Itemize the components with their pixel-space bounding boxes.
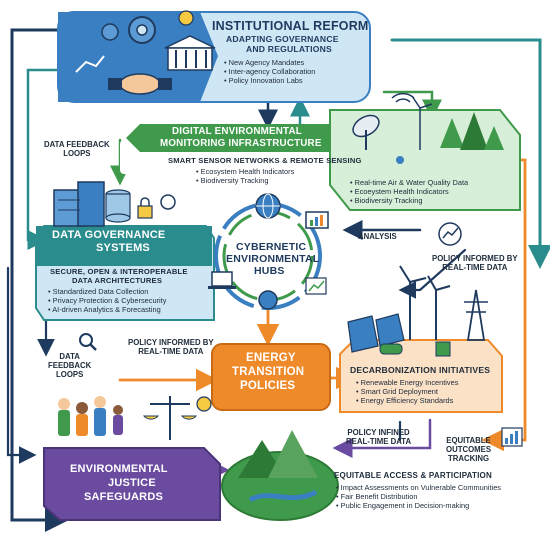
label-line: LOOPS (56, 370, 84, 379)
label-line: POLICY INFORMED BY (432, 254, 518, 263)
cybernetic-title-1: CYBERNETIC (236, 241, 307, 253)
bullet-item: Ecoeystem Health Indicators (350, 187, 468, 196)
decarbonization-title: DECARBONIZATION INITIATIVES (350, 365, 491, 375)
equitable-access-bullets: Impact Assessments on Vulnerable Communi… (336, 483, 501, 510)
bullet-item: Policy Innovation Labs (224, 76, 315, 85)
server-rack-icon (53, 181, 105, 227)
label-line: EQUITABLE (446, 436, 491, 445)
institutional-reform-bullets: New Agency Mandates Inter-agency Collabo… (224, 58, 316, 85)
solar-panel-icon (347, 313, 405, 353)
bullet-item: Renewable Energy Incentives (356, 378, 459, 387)
energy-title-2: TRANSITION (232, 366, 305, 378)
idea-bulb-icon (196, 396, 212, 412)
bullet-item: Biodiversity Tracking (196, 176, 294, 185)
laptop-icon (208, 271, 236, 289)
bar-chart-icon (305, 277, 327, 295)
bullet-item: Impact Assessments on Vulnerable Communi… (336, 483, 501, 492)
data-governance-title-1: DATA GOVERNANCE (52, 229, 166, 241)
digital-monitoring-title-1: DIGITAL ENVIRONMENTAL (172, 126, 302, 137)
policy-informed-label-left: POLICY INFORMED BY REAL-TIME DATA (128, 338, 214, 356)
bullet-item: Real-time Air & Water Quality Data (350, 178, 469, 187)
label-line: REAL-TIME DATA (442, 263, 508, 272)
hub-gear-icon (258, 290, 278, 310)
energy-title-1: ENERGY (246, 352, 296, 364)
bullet-item: Smart Grid Deployment (356, 387, 458, 396)
cybernetic-title-2: ENVIRONMENTAL (226, 253, 320, 265)
padlock-icon (137, 197, 153, 219)
gear-icon (128, 16, 156, 44)
sensor-icon (396, 156, 404, 164)
bullet-item: Inter-agency Collaboration (224, 67, 316, 76)
equitable-outcomes-label: EQUITABLE OUTCOMES TRACKING (446, 436, 491, 463)
landscape-illustration (221, 430, 339, 521)
justice-title-1: ENVIRONMENTAL (70, 463, 168, 475)
digital-monitoring-bullets-left: Ecosystem Health Indicators Biodiversity… (196, 167, 295, 185)
cybernetic-hubs-block (208, 193, 329, 310)
data-feedback-loops-label-bottom: DATA FEEDBACK LOOPS (48, 352, 91, 379)
institutional-reform-subtitle-1: ADAPTING GOVERNANCE (226, 34, 339, 44)
institutional-reform-title: INSTITUTIONAL REFORM (212, 19, 369, 33)
label-line: OUTCOMES (446, 445, 492, 454)
satellite-dish-icon (352, 114, 380, 150)
analysis-label: ANALYSIS (358, 232, 397, 241)
wifi-signal-icon (391, 92, 415, 103)
energy-title-3: POLICIES (240, 380, 296, 392)
energy-transition-block (211, 343, 331, 411)
settings-gear-icon (160, 194, 176, 210)
label-line: POLICY INFINED (347, 428, 410, 437)
justice-title-3: SAFEGUARDS (84, 491, 164, 503)
outcomes-chart-icon (501, 427, 523, 447)
lightbulb-icon (178, 10, 194, 26)
bullet-item: AI-driven Analytics & Forecasting (48, 305, 166, 314)
scales-of-justice-icon (143, 396, 197, 440)
label-line: REAL-TIME DATA (346, 437, 412, 446)
bullet-item: Fair Benefit Distribution (336, 492, 501, 501)
ev-charger-icon (435, 341, 451, 357)
bullet-item: Privacy Protection & Cybersecurity (48, 296, 167, 305)
analysis-trend-icon (438, 222, 462, 246)
label-line: TRACKING (447, 454, 490, 463)
digital-monitoring-bullets-right: Real-time Air & Water Quality Data Ecoey… (350, 178, 469, 205)
environmental-justice-block (43, 396, 221, 521)
database-icon (105, 189, 131, 223)
data-governance-subtitle-1: SECURE, OPEN & INTEROPERABLE (50, 267, 188, 276)
magnifier-icon (79, 333, 97, 351)
trend-chart-icon (75, 55, 105, 73)
label-line: LOOPS (63, 149, 91, 158)
digital-monitoring-subtitle: SMART SENSOR NETWORKS & REMOTE SENSING (168, 156, 362, 165)
small-gear-icon (101, 23, 119, 41)
bullet-item: Standardized Data Collection (48, 287, 166, 296)
policy-infined-label: POLICY INFINED REAL-TIME DATA (346, 428, 411, 446)
institutional-reform-subtitle-2: AND REGULATIONS (246, 44, 332, 54)
label-line: REAL-TIME DATA (138, 347, 204, 356)
decarbonization-bullets: Renewable Energy Incentives Smart Grid D… (356, 378, 459, 405)
data-governance-title-2: SYSTEMS (96, 242, 150, 254)
label-line: DATA FEEDBACK (44, 140, 110, 149)
bullet-item: New Agency Mandates (224, 58, 315, 67)
electric-car-icon (379, 343, 403, 355)
data-feedback-loops-label-top: DATA FEEDBACK LOOPS (44, 140, 110, 158)
bullet-item: Public Engagement in Decision-making (336, 501, 501, 510)
bullet-item: Energy Efficiency Standards (356, 396, 458, 405)
monitor-chart-icon (305, 211, 329, 229)
wind-turbines-icon (399, 265, 451, 340)
globe-icon (255, 193, 281, 219)
community-people-icon (58, 396, 123, 436)
justice-title-2: JUSTICE (108, 477, 156, 489)
cybernetic-title-3: HUBS (254, 265, 285, 277)
power-pylon-icon (464, 289, 488, 341)
label-line: FEEDBACK (48, 361, 92, 370)
government-building-icon (164, 35, 216, 71)
bullet-item: Ecosystem Health Indicators (196, 167, 295, 176)
digital-monitoring-title-2: MONITORING INFRASTRUCTURE (160, 138, 322, 149)
handshake-icon (108, 73, 172, 95)
data-governance-bullets: Standardized Data Collection Privacy Pro… (48, 287, 166, 314)
equitable-access-title: EQUITABLE ACCESS & PARTICIPATION (334, 471, 492, 480)
label-line: POLICY INFORMED BY (128, 338, 214, 347)
bullet-item: Biodiversity Tracking (350, 196, 468, 205)
forest-trees-icon (440, 112, 504, 150)
label-line: DATA (59, 352, 80, 361)
policy-informed-label-right: POLICY INFORMED BY REAL-TIME DATA (432, 254, 518, 272)
data-governance-subtitle-2: DATA ARCHITECTURES (72, 276, 163, 285)
